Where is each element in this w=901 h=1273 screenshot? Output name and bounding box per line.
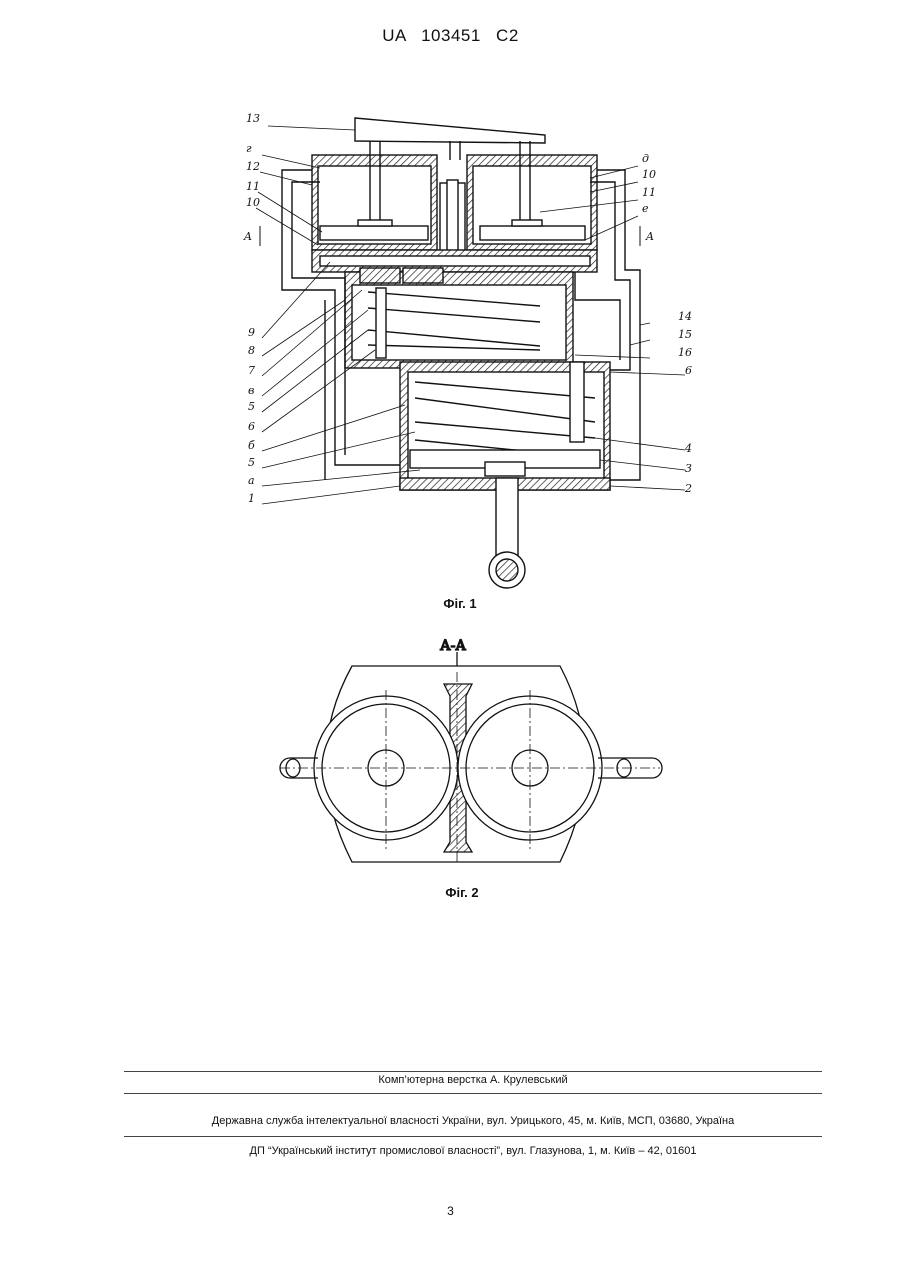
lever	[355, 118, 545, 143]
label-4: 4	[684, 442, 692, 455]
label-2: 2	[684, 482, 692, 495]
label-11r: 11	[642, 186, 656, 199]
figure-1-caption: Фіг. 1	[400, 596, 520, 611]
label-16: 16	[678, 346, 692, 359]
label-10r: 10	[642, 168, 656, 181]
figure-1-drawing	[282, 118, 640, 588]
label-14: 14	[678, 310, 692, 323]
label-5: 5	[248, 400, 255, 413]
label-11: 11	[246, 180, 260, 193]
section-title-aa: А-А	[440, 638, 466, 654]
label-e: е	[642, 202, 649, 215]
label-5b: 5	[248, 456, 255, 469]
typesetting-credit: Комп’ютерна верстка А. Крулевський	[124, 1074, 822, 1086]
label-6: 6	[248, 420, 255, 433]
label-10: 10	[246, 196, 260, 209]
figure-1-left-labels: 13 г 12 11 10 9 8 7 в 5 6 б 5 а 1	[246, 112, 260, 505]
agency-address: Державна служба інтелектуальної власност…	[124, 1115, 822, 1127]
divider	[124, 1136, 822, 1137]
section-mark-right: A	[645, 230, 654, 243]
label-15: 15	[678, 328, 692, 341]
page-number: 3	[0, 1204, 901, 1218]
label-3: 3	[685, 462, 692, 475]
label-d: д	[642, 152, 649, 165]
institute-address: ДП “Український інститут промислової вла…	[124, 1145, 822, 1157]
section-mark-left: A	[243, 230, 252, 243]
label-1: 1	[248, 492, 255, 505]
label-7: 7	[248, 364, 255, 377]
label-9: 9	[248, 326, 255, 339]
divider	[124, 1093, 822, 1094]
label-6r: 6	[685, 364, 692, 377]
label-12: 12	[246, 160, 260, 173]
figure-2-drawing: А-А	[280, 638, 662, 862]
label-b: б	[248, 439, 255, 452]
label-a: а	[248, 474, 255, 487]
divider	[124, 1071, 822, 1072]
label-v: в	[248, 384, 254, 397]
label-13: 13	[246, 112, 260, 125]
label-g: г	[246, 142, 252, 155]
label-8: 8	[248, 344, 255, 357]
figure-2-caption: Фіг. 2	[402, 885, 522, 900]
